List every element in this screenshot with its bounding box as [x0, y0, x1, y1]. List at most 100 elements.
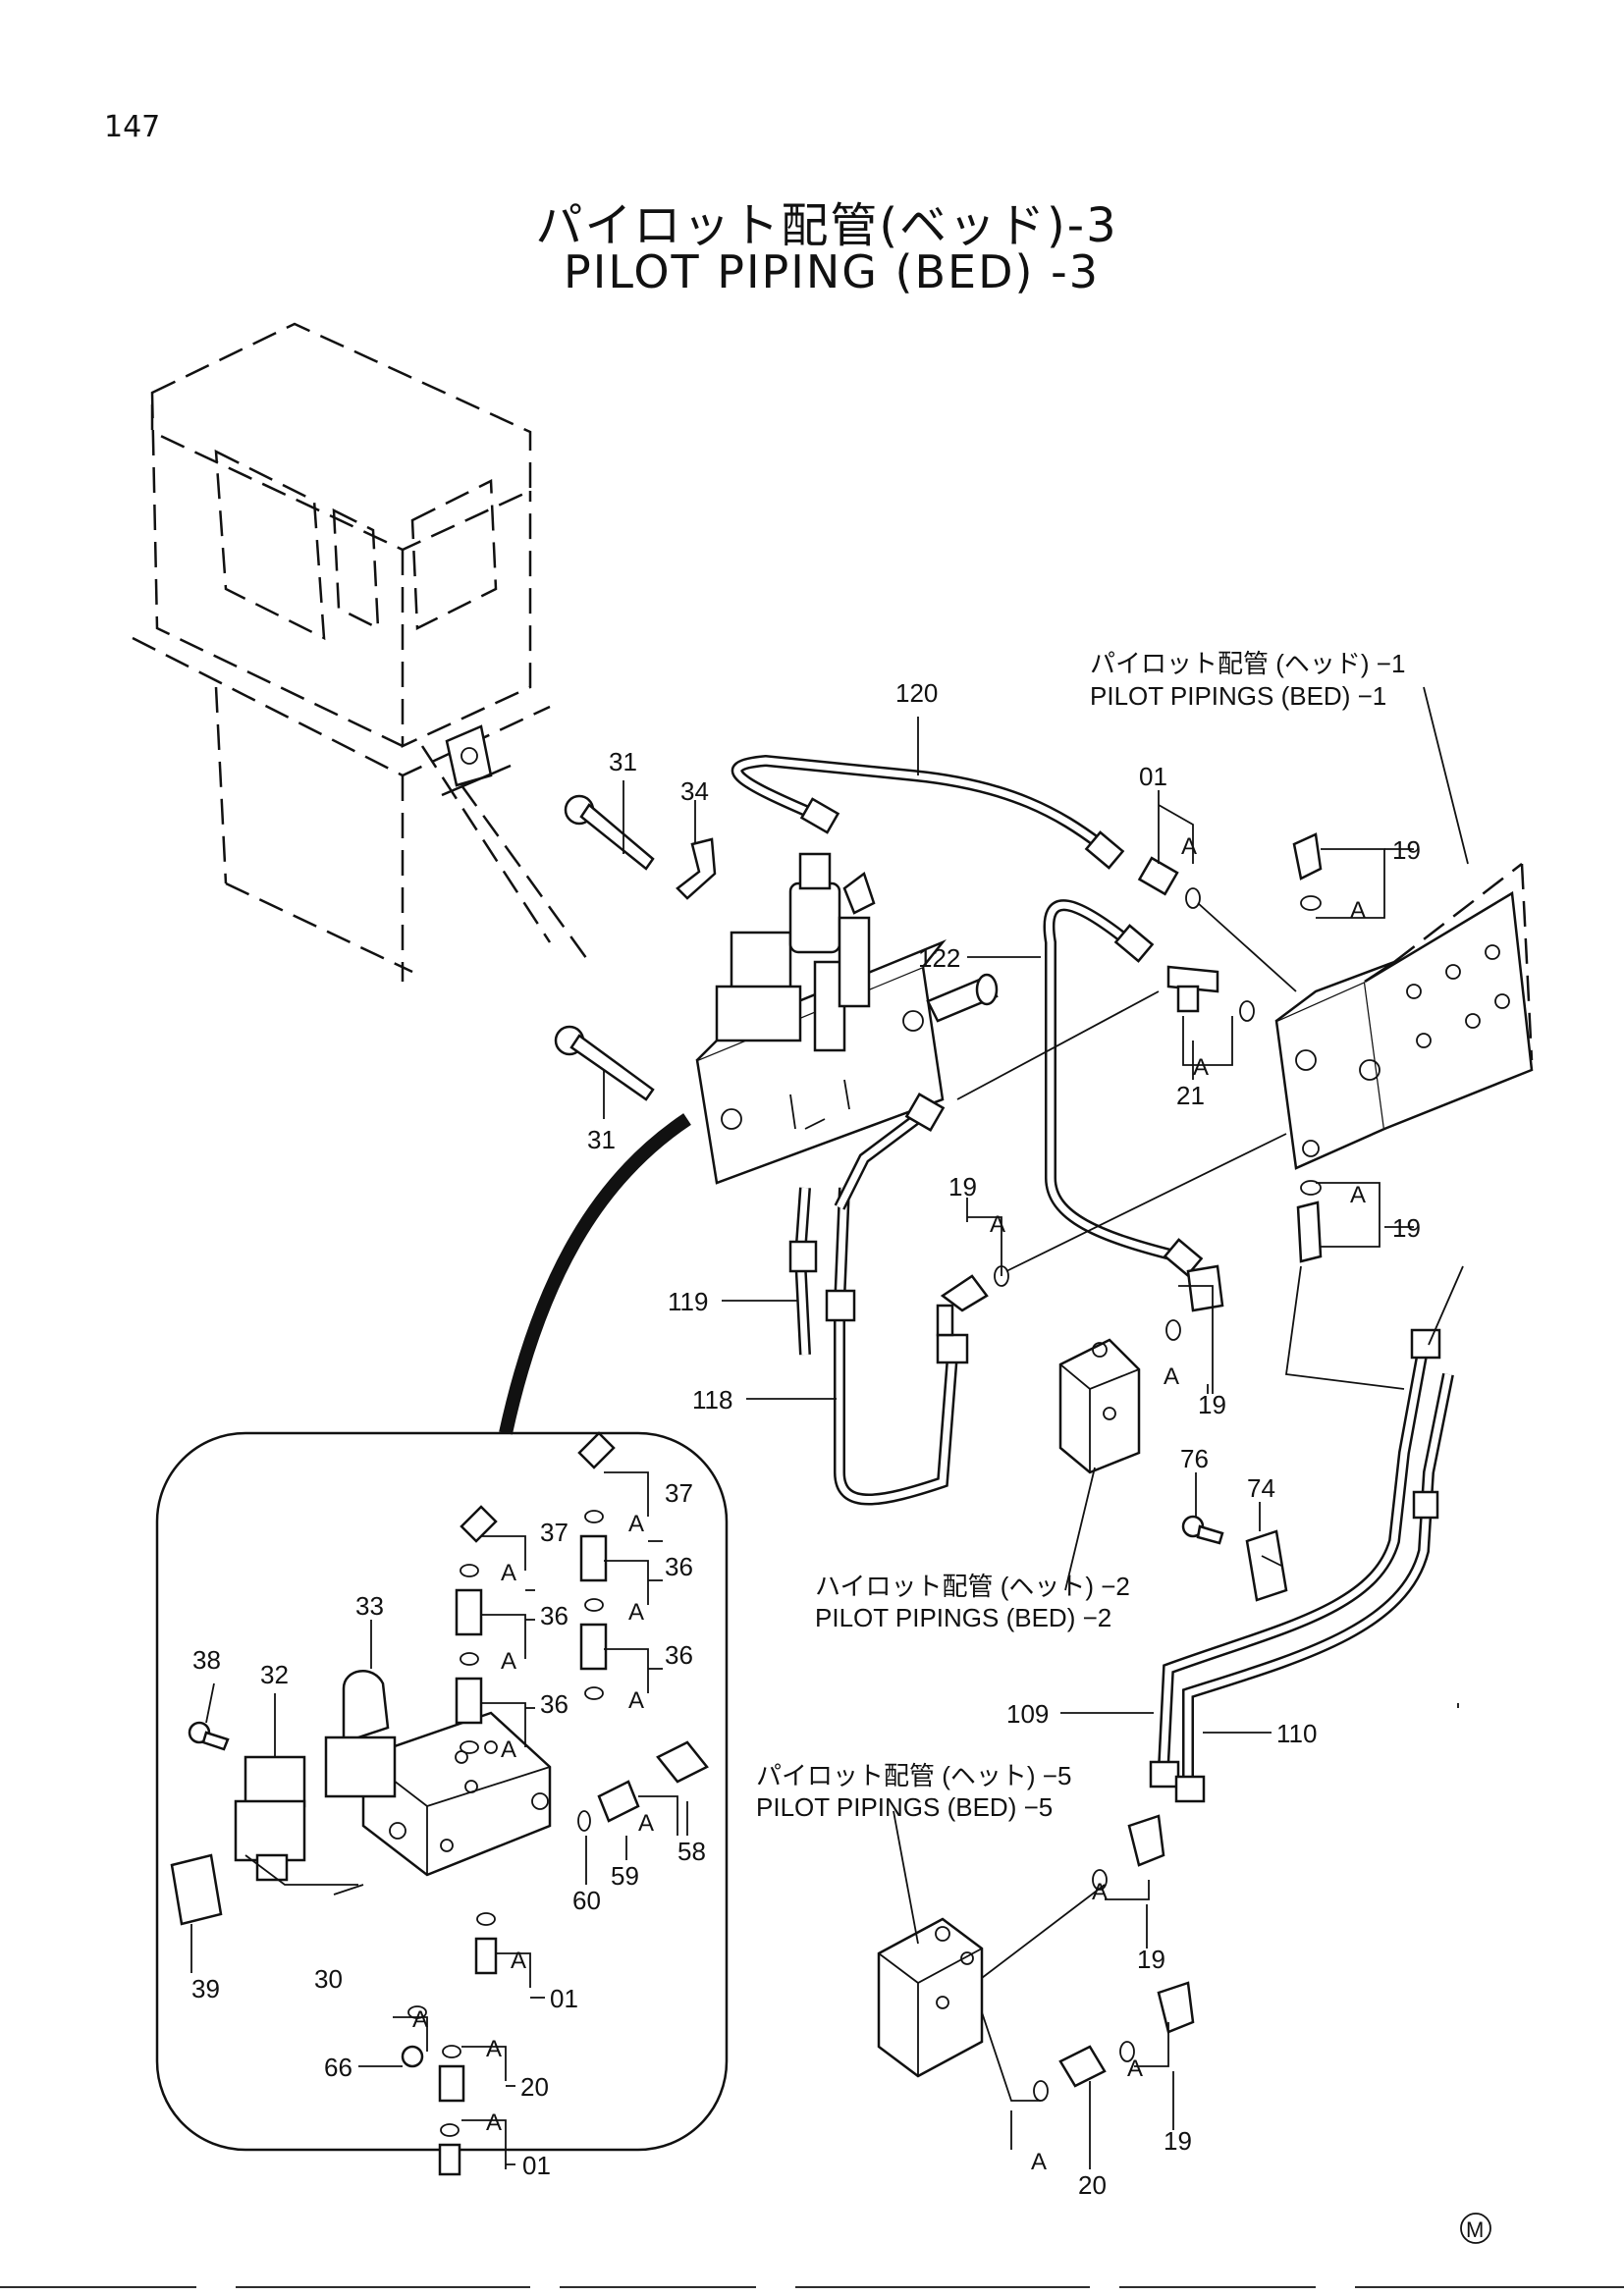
port-marker-a: A	[1127, 2056, 1143, 2082]
elbow-19-lower-right	[1296, 1180, 1323, 1263]
part-36-c: 36	[665, 1640, 693, 1670]
port-marker-a: A	[501, 1736, 516, 1763]
hose-120	[731, 754, 1125, 870]
cab-outline	[132, 322, 591, 982]
fitting-122-end	[926, 973, 999, 1023]
solenoid-valve	[715, 852, 876, 1052]
part-39: 39	[191, 1974, 220, 2003]
ref-bed-5-jp: パイロット配管 (ヘット) −5	[756, 1761, 1071, 1790]
elbow-19-bed5-upper	[1092, 1814, 1165, 1891]
pilot-valve-on-cab	[441, 724, 512, 797]
part-20-inset: 20	[520, 2072, 549, 2102]
pipe-109	[1149, 1328, 1441, 1789]
pipe-119	[788, 1187, 818, 1356]
part-34: 34	[680, 776, 709, 806]
port-marker-a: A	[1193, 1054, 1209, 1081]
part-60: 60	[572, 1886, 601, 1915]
part-leaders	[190, 686, 1469, 2169]
port-marker-a: A	[628, 1687, 644, 1714]
title-japanese: パイロット配管(ベッド)-3	[535, 198, 1118, 253]
connector-line-b	[1428, 1265, 1464, 1346]
part-119: 119	[668, 1287, 708, 1316]
part-20-bed5: 20	[1078, 2170, 1107, 2200]
port-marker-a: A	[990, 1211, 1005, 1238]
cross-references: パイロット配管 (ヘッド) −1 PILOT PIPINGS (BED) −1 …	[756, 649, 1405, 1822]
part-19-bed5-upper: 19	[1137, 1945, 1165, 1974]
bolt-31-upper	[564, 794, 655, 871]
part-01-right: 01	[1139, 762, 1167, 791]
part-58: 58	[677, 1837, 706, 1866]
ref-bed-2-en: PILOT PIPINGS (BED) −2	[815, 1603, 1111, 1632]
ref-bed-1-jp: パイロット配管 (ヘッド) −1	[1090, 649, 1405, 678]
elbow-19-bed5-lower	[1119, 1981, 1195, 2062]
part-38: 38	[192, 1645, 221, 1675]
ref-bed-5-en: PILOT PIPINGS (BED) −5	[756, 1792, 1053, 1822]
connector-line-a	[1284, 1265, 1405, 1390]
port-marker-a: A	[1092, 1879, 1108, 1905]
page-number: 147	[104, 110, 161, 144]
part-120: 120	[895, 678, 938, 708]
pipe-to-fitting	[834, 1093, 946, 1210]
block-bed-2	[1058, 1338, 1141, 1474]
part-01-inset-upper: 01	[550, 1984, 578, 2013]
part-32: 32	[260, 1660, 289, 1689]
tee-21	[1166, 965, 1255, 1022]
ref-bed-1-en: PILOT PIPINGS (BED) −1	[1090, 681, 1386, 711]
bracket-34	[676, 837, 717, 900]
port-marker-a: A	[1350, 897, 1366, 924]
elbow-19-mid	[1165, 1264, 1224, 1341]
port-marker-a: A	[501, 1560, 516, 1586]
bolt-76	[1181, 1515, 1224, 1545]
leader-19-mid	[1005, 1133, 1287, 1272]
part-19-bed5-lower: 19	[1164, 2126, 1192, 2156]
part-118: 118	[692, 1385, 732, 1415]
port-marker-a: A	[628, 1599, 644, 1626]
part-109: 109	[1006, 1699, 1049, 1729]
port-marker-a: A	[412, 2006, 428, 2033]
port-marker-group: A A A A A A A A A A A A A A A A A A A A	[393, 804, 1385, 2175]
m-stamp: M	[1460, 2213, 1491, 2244]
leader-01	[1197, 902, 1297, 992]
part-21: 21	[1176, 1081, 1205, 1110]
part-36-a: 36	[665, 1552, 693, 1581]
clamp-74	[1245, 1529, 1288, 1602]
ref-bed-2-jp: ハイロット配管 (ヘット) −2	[815, 1572, 1130, 1601]
title-english: PILOT PIPING (BED) -3	[564, 245, 1100, 298]
part-31-upper: 31	[609, 747, 637, 776]
part-19-right: 19	[1392, 1213, 1421, 1243]
part-66: 66	[324, 2053, 352, 2082]
port-marker-a: A	[486, 2109, 502, 2136]
fitting-20-bed5	[1033, 2045, 1107, 2102]
part-01-inset-lower: 01	[522, 2151, 551, 2180]
bed5-link-lines	[981, 1884, 1106, 2102]
part-37-right: 37	[665, 1478, 693, 1508]
block-bed-5	[877, 1917, 984, 2078]
port-marker-a: A	[1031, 2149, 1047, 2175]
part-19-mid: 19	[1198, 1390, 1226, 1419]
elbow-19-left	[936, 1265, 1009, 1337]
elbow-19-right	[1292, 832, 1323, 911]
part-122: 122	[918, 943, 960, 973]
part-19-upper-right: 19	[1392, 835, 1421, 865]
part-19-left: 19	[948, 1172, 977, 1201]
pipe-110	[1174, 1372, 1454, 1803]
detail-inset	[155, 1113, 729, 2176]
leader-21	[956, 990, 1160, 1100]
right-manifold	[1274, 863, 1534, 1170]
bolt-31-lower	[554, 1025, 655, 1101]
m-stamp-letter: M	[1466, 2217, 1484, 2242]
port-marker-a: A	[1164, 1363, 1179, 1390]
part-33: 33	[355, 1591, 384, 1621]
part-31-lower: 31	[587, 1125, 616, 1154]
pipe-118	[825, 1187, 969, 1506]
port-marker-a: A	[486, 2036, 502, 2062]
part-76: 76	[1180, 1444, 1209, 1473]
part-59: 59	[611, 1861, 639, 1891]
port-marker-a: A	[638, 1810, 654, 1837]
port-marker-a: A	[1181, 833, 1197, 860]
part-number-labels: 120 31 34 01 19 122 21 31 19 19 19 119 1…	[191, 678, 1421, 2200]
port-marker-a: A	[511, 1948, 526, 1974]
part-110: 110	[1276, 1719, 1317, 1748]
port-marker-a: A	[628, 1511, 644, 1537]
